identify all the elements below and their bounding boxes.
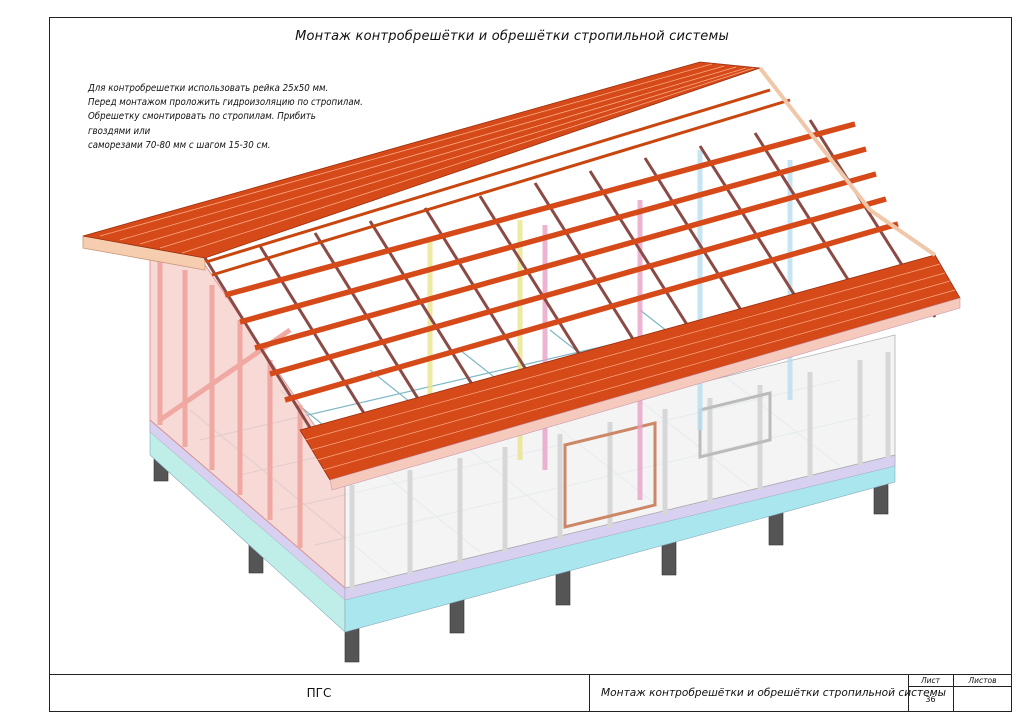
- organization-label: ПГС: [306, 686, 332, 700]
- sheet-number: 36: [925, 695, 936, 704]
- left-gable-wall: [82, 235, 346, 590]
- page-title: Монтаж контробрешётки и обрешётки стропи…: [295, 29, 729, 44]
- title-block: ПГС Монтаж контробрешётки и обрешётки ст…: [49, 674, 1012, 712]
- note-line: саморезами 70-80 мм с шагом 15-30 см.: [88, 139, 271, 151]
- sheets-label: Листов: [968, 676, 997, 685]
- roof-battens-thin: [205, 88, 791, 277]
- construction-notes: Для контробрешетки использовать рейка 25…: [88, 82, 388, 153]
- divider: [589, 675, 590, 712]
- divider: [908, 686, 1012, 687]
- ridge-board: [758, 66, 937, 257]
- sheet-name: Монтаж контробрешётки и обрешётки стропи…: [601, 687, 946, 699]
- sheet-frame: [49, 17, 1012, 712]
- floor-base: [149, 419, 896, 633]
- note-line: гвоздями или: [88, 125, 151, 137]
- divider: [908, 675, 909, 712]
- note-line: Обрешетку смонтировать по стропилам. При…: [88, 111, 316, 123]
- roof-battens: [224, 121, 899, 403]
- sheet-label: Лист: [920, 676, 940, 685]
- front-roof-eave: [299, 254, 961, 491]
- note-line: Для контробрешетки использовать рейка 25…: [88, 83, 329, 94]
- back-roof-slope: [82, 61, 761, 259]
- divider: [953, 675, 954, 712]
- frame-house-isometric-icon: [82, 61, 961, 663]
- note-line: Перед монтажом проложить гидроизоляцию п…: [88, 97, 363, 109]
